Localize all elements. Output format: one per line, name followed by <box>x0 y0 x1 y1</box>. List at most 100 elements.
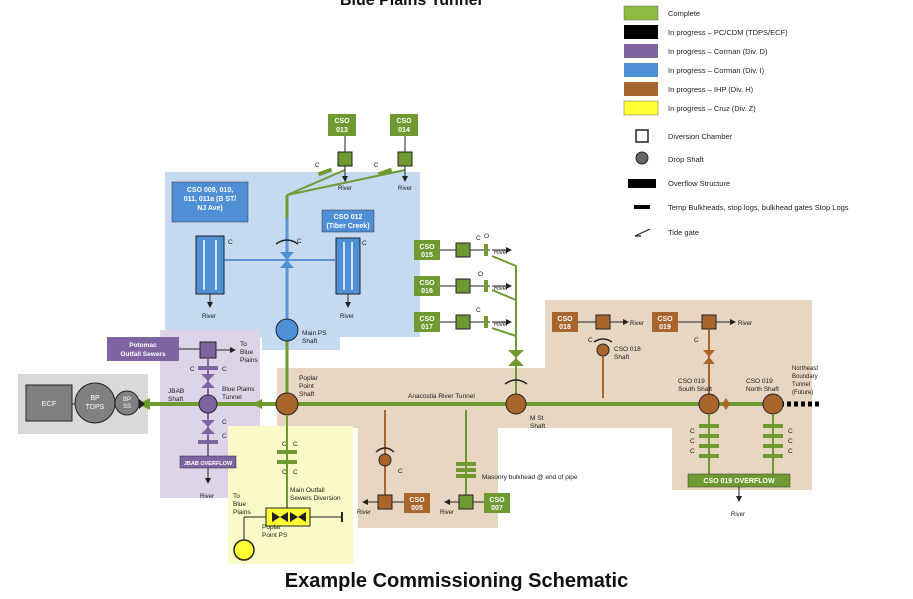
diversion-chamber-icon <box>635 129 649 143</box>
cso009-box <box>171 181 249 223</box>
svg-text:005: 005 <box>411 505 423 512</box>
legend-label-cruz: In progress – Cruz (Div. Z) <box>668 104 756 113</box>
masonry-bulkhead <box>456 462 476 478</box>
cso019-north-label-2: North Shaft <box>746 386 779 393</box>
legend-label-drop-shaft: Drop Shaft <box>668 155 705 164</box>
legend-label-tide-gate: Tide gate <box>668 228 699 237</box>
poplar-label-3: Shaft <box>299 391 314 398</box>
blue-gate-bottom <box>280 260 294 268</box>
svg-text:C: C <box>788 428 793 435</box>
cso019-south-label-2: South Shaft <box>678 386 712 393</box>
bp-ss <box>114 390 140 416</box>
jbab-label-1: JBAB <box>168 388 184 395</box>
svg-text:C: C <box>222 366 227 373</box>
poplar-label-1: Poplar <box>299 375 319 382</box>
svg-text:C: C <box>190 366 195 373</box>
svg-text:River: River <box>630 321 644 327</box>
cso014-label-2: 014 <box>398 127 410 134</box>
bp-ss-label-2: SS <box>123 404 131 410</box>
cso016-group: CSO 016 O River <box>414 271 512 296</box>
svg-text:016: 016 <box>421 288 433 295</box>
cso013-label-2: 013 <box>336 127 348 134</box>
cso012-label-1: CSO 012 <box>334 214 363 221</box>
blue-zone-extension <box>262 305 340 350</box>
cso013-box <box>328 114 356 136</box>
svg-text:CSO: CSO <box>657 316 673 323</box>
diagram-title: Blue Plains Tunnel <box>340 0 482 9</box>
svg-text:CSO: CSO <box>409 497 425 504</box>
legend-label-corman-i: In progress – Corman (Div. I) <box>668 66 765 75</box>
cso019-north-label-1: CSO 019 <box>746 378 773 385</box>
legend: Complete In progress – PC/CDM (TDPS/ECF)… <box>623 5 849 237</box>
svg-text:C: C <box>788 438 793 445</box>
legend-label-complete: Complete <box>668 9 700 18</box>
main-ps-shaft <box>275 318 299 342</box>
cso014-box <box>390 114 418 136</box>
cso005-diversion <box>377 494 393 510</box>
bp-tdps-label-1: BP <box>90 395 100 402</box>
caption: Example Commissioning Schematic <box>284 570 629 592</box>
svg-text:River: River <box>494 250 508 256</box>
to-bp2-label-3: Plains <box>233 509 251 516</box>
jbab-overflow-label: JBAB OVERFLOW <box>184 461 233 467</box>
cso014-label-1: CSO <box>396 118 412 125</box>
svg-text:River: River <box>440 510 454 516</box>
cso009-structure <box>195 235 225 295</box>
c-label: C <box>315 163 320 169</box>
legend-label-pc-cdm: In progress – PC/CDM (TDPS/ECF) <box>668 28 788 37</box>
cso007-diversion <box>458 494 474 510</box>
cso014-link <box>286 169 406 196</box>
legend-label-bulkhead: Temp Bulkheads, stop logs, bulkhead gate… <box>668 203 849 212</box>
bulkhead-icon <box>634 205 650 209</box>
tide-gate-icon <box>634 228 651 237</box>
to-bp2-label-2: Blue <box>233 501 246 508</box>
legend-label-ihp: In progress – IHP (Div. H) <box>668 85 754 94</box>
bpt-label-1: Blue Plains <box>222 386 255 393</box>
c-label: C <box>228 239 233 246</box>
svg-text:C: C <box>282 469 287 476</box>
potomac-diversion <box>199 341 217 359</box>
potomac-label-2: Outfall Sewers <box>120 351 166 358</box>
svg-text:C: C <box>788 448 793 455</box>
poplar-ps-label-2: Point PS <box>262 532 288 539</box>
svg-text:C: C <box>398 468 403 475</box>
cso013-river: River <box>338 186 352 192</box>
cso019-diversion <box>701 314 717 330</box>
cso014-diversion-chamber <box>397 151 413 167</box>
svg-text:O: O <box>478 271 483 278</box>
c-label: C <box>374 163 379 169</box>
anacostia-label: Anacostia River Tunnel <box>408 393 475 400</box>
cso009-label-3: NJ Ave) <box>197 205 223 212</box>
cso009-river: River <box>202 314 216 320</box>
main-outfall-label-1: Main Outfall <box>290 487 325 494</box>
northeast-label-2: Boundary <box>792 374 818 380</box>
cso015-group: CSO 015 C O River <box>414 233 512 260</box>
overflow-structure-icon <box>628 179 656 188</box>
cso019-north-shaft <box>762 393 784 415</box>
svg-text:C: C <box>690 438 695 445</box>
blue-gate-top <box>280 252 294 260</box>
svg-text:River: River <box>200 494 214 500</box>
bp-tdps <box>74 382 116 424</box>
legend-label-diversion: Diversion Chamber <box>668 132 733 141</box>
tan-zone-upper <box>545 300 812 370</box>
svg-text:River: River <box>494 322 508 328</box>
cso019-box <box>652 312 678 332</box>
cso013-diversion-chamber <box>337 151 353 167</box>
cso018-shaft-label-2: Shaft <box>614 354 629 361</box>
cso018-shaft-label-1: CSO 018 <box>614 346 641 353</box>
svg-text:C: C <box>690 428 695 435</box>
m-st-shaft <box>505 393 527 415</box>
svg-text:CSO: CSO <box>557 316 573 323</box>
svg-text:River: River <box>731 512 745 518</box>
ecf-box <box>25 384 73 422</box>
svg-text:C: C <box>293 441 298 448</box>
svg-text:019: 019 <box>659 324 671 331</box>
tunnel-arrow-mid <box>252 399 262 409</box>
poplar-ps-label-1: Poplar <box>262 524 282 531</box>
cso012-structure <box>335 237 361 295</box>
drop-shaft-icon <box>635 151 649 165</box>
cso013-link <box>286 169 346 196</box>
cso012-label-2: (Tiber Creek) <box>326 223 369 230</box>
svg-text:C: C <box>694 337 699 344</box>
